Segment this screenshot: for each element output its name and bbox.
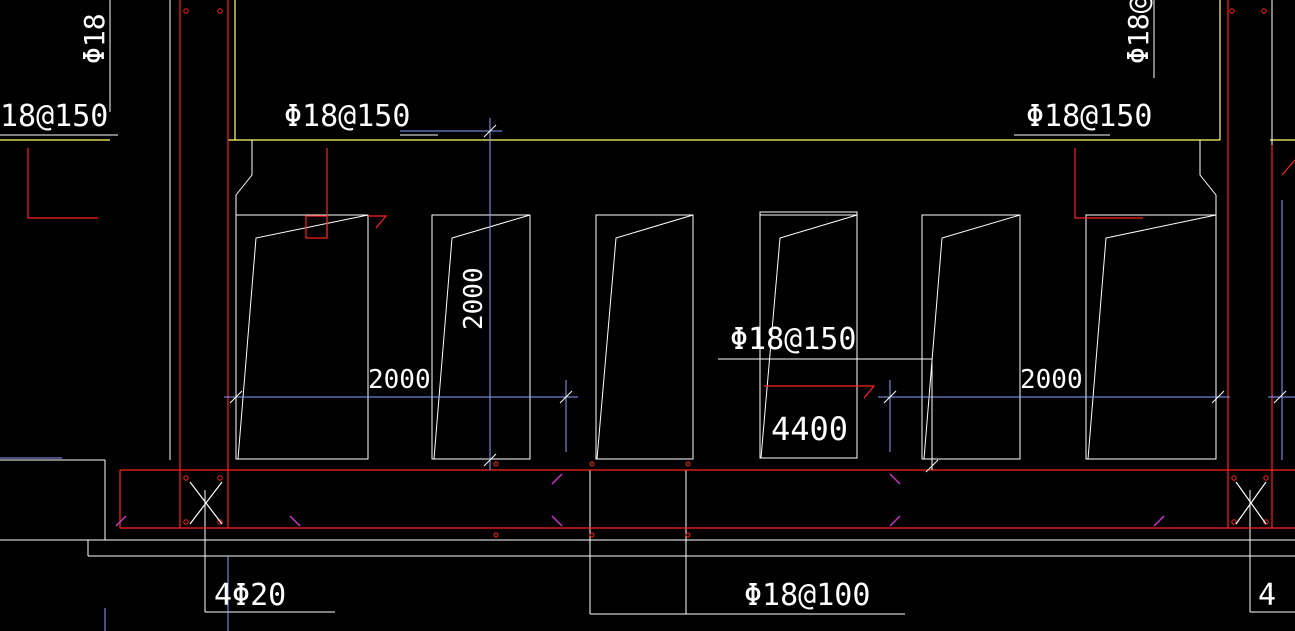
label-top-left: Φ18@150 bbox=[284, 99, 410, 134]
stirrup-hooks bbox=[115, 473, 1165, 527]
dim-middle-span: 4400 bbox=[771, 410, 848, 448]
dimension-lines bbox=[0, 118, 1295, 631]
label-right-vertical: Φ18@ bbox=[1122, 0, 1155, 64]
cell-2 bbox=[431, 214, 531, 460]
level-lines bbox=[0, 0, 1295, 141]
dimension-ticks bbox=[229, 124, 1287, 473]
cell-4 bbox=[759, 211, 858, 459]
label-bottom-left: 4Φ20 bbox=[214, 578, 286, 613]
rebar-dots bbox=[183, 8, 1269, 538]
label-bottom-mid: Φ18@100 bbox=[744, 578, 870, 613]
leader-lines bbox=[0, 134, 1110, 470]
dim-right-span: 2000 bbox=[1020, 365, 1083, 395]
label-left-vertical: Φ18 bbox=[78, 13, 111, 64]
pile-cells bbox=[235, 211, 1217, 460]
cell-6 bbox=[1085, 214, 1217, 460]
labels: Φ18 Φ18@ 18@150 Φ18@150 Φ18@150 Φ18@150 … bbox=[0, 0, 1276, 613]
label-top-right: Φ18@150 bbox=[1026, 99, 1152, 134]
dim-vertical-height: 2000 bbox=[459, 267, 489, 330]
label-bottom-right-partial: 4 bbox=[1258, 578, 1276, 613]
label-top-left-partial: 18@150 bbox=[0, 99, 108, 134]
cell-1 bbox=[235, 214, 369, 460]
dim-left-span: 2000 bbox=[368, 365, 431, 395]
cell-5 bbox=[921, 214, 1021, 460]
rebar-lines bbox=[27, 0, 1295, 529]
label-mid: Φ18@150 bbox=[730, 322, 856, 357]
cell-3 bbox=[595, 214, 694, 460]
corner-ties bbox=[189, 481, 1267, 525]
